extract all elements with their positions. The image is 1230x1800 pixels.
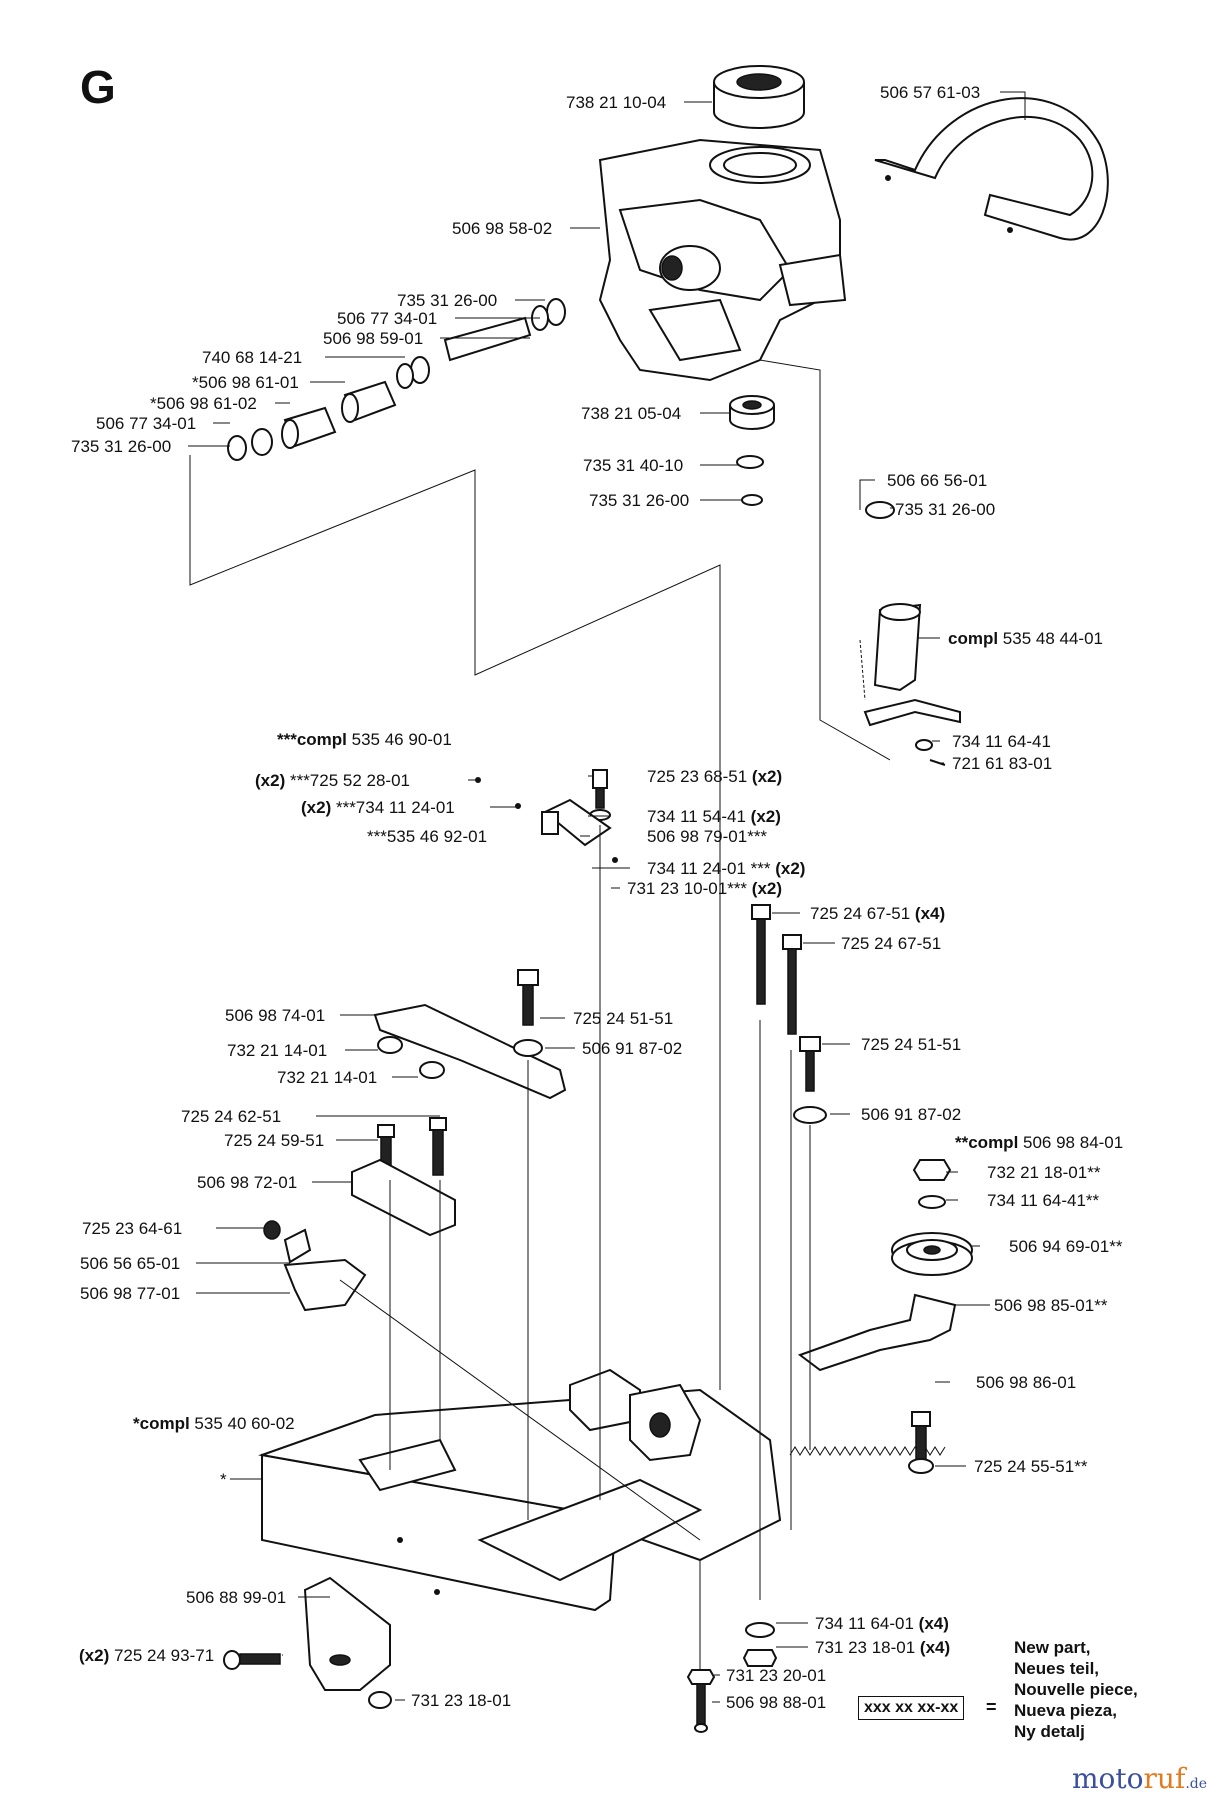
label-L06: 506 98 59-01 (323, 329, 423, 348)
label-L18: 734 11 64-41 (952, 732, 1051, 751)
label-L28: 731 23 10-01*** (x2) (627, 879, 782, 898)
label-L09: *506 98 61-02 (150, 394, 257, 413)
label-L15: 506 66 56-01 (887, 471, 987, 490)
label-L11: 735 31 26-00 (71, 437, 171, 456)
tension-spring (789, 1411, 946, 1474)
label-L26: ***535 46 92-01 (367, 827, 487, 846)
legend-equals: = (986, 1697, 997, 1717)
foot-bracket (223, 1576, 392, 1709)
bearing-lower (729, 395, 775, 506)
label-L39: 725 24 59-51 (224, 1131, 324, 1150)
label-L17: compl 535 48 44-01 (948, 629, 1103, 648)
label-L55: (x2) 725 24 93-71 (79, 1646, 214, 1665)
lever-with-spring (859, 501, 961, 766)
label-L54: 734 11 64-01 (x4) (815, 1614, 949, 1633)
label-L42: 732 21 18-01** (987, 1163, 1101, 1182)
label-L38: 506 91 87-02 (861, 1105, 961, 1124)
label-L05: 506 77 34-01 (337, 309, 437, 328)
gear-housing (598, 138, 847, 382)
legend-line: Nueva pieza, (1014, 1701, 1117, 1720)
label-L41: 506 98 72-01 (197, 1173, 297, 1192)
label-L32: 725 24 51-51 (573, 1009, 673, 1028)
watermark-logo: motoruf.de (1072, 1762, 1208, 1795)
label-L20: ***compl 535 46 90-01 (277, 730, 452, 749)
part-labels: 738 21 10-04 506 57 61-03 506 98 58-02 7… (71, 83, 1123, 1712)
label-L16: 735 31 26-00 (895, 500, 995, 519)
label-L46: 506 56 65-01 (80, 1254, 180, 1273)
bearing-top (713, 65, 805, 129)
label-L34: 506 91 87-02 (582, 1039, 682, 1058)
label-L50: *compl 535 40 60-02 (133, 1414, 295, 1433)
label-L36: 725 24 51-51 (861, 1035, 961, 1054)
label-L14: 735 31 26-00 (589, 491, 689, 510)
label-L29: 725 24 67-51 (x4) (810, 904, 945, 923)
label-L48: 506 98 85-01** (994, 1296, 1108, 1315)
label-L03: 506 98 58-02 (452, 219, 552, 238)
label-L44: 725 23 64-61 (82, 1219, 182, 1238)
spacer-block (351, 1117, 456, 1237)
shaft-assembly (227, 298, 566, 461)
label-L19: 721 61 83-01 (952, 754, 1052, 773)
label-L22: (x2) ***725 52 28-01 (255, 771, 410, 790)
label-L02: 506 57 61-03 (880, 83, 980, 102)
label-L04: 735 31 26-00 (397, 291, 497, 310)
label-L08: *506 98 61-01 (192, 373, 299, 392)
label-L24: (x2) ***734 11 24-01 (301, 798, 455, 817)
label-L59: 731 23 18-01 (411, 1691, 511, 1710)
label-L56: 731 23 18-01 (x4) (815, 1638, 950, 1657)
label-L25: 506 98 79-01*** (647, 827, 767, 846)
label-L30: 725 24 67-51 (841, 934, 941, 953)
label-L21: 725 23 68-51 (x2) (647, 767, 782, 786)
base-frame (258, 1368, 782, 1612)
label-L47: 506 98 77-01 (80, 1284, 180, 1303)
legend-line: New part, (1014, 1638, 1091, 1657)
label-L58: 506 98 88-01 (726, 1693, 826, 1712)
label-L37: 725 24 62-51 (181, 1107, 281, 1126)
label-L52: 725 24 55-51** (974, 1457, 1088, 1476)
label-L53: 506 88 99-01 (186, 1588, 286, 1607)
label-L12: 738 21 05-04 (581, 404, 681, 423)
leader-lines (188, 91, 1026, 1703)
label-L07: 740 68 14-21 (202, 348, 302, 367)
label-L31: 506 98 74-01 (225, 1006, 325, 1025)
label-L51: * (220, 1470, 227, 1489)
parts-drawings (223, 65, 1109, 1733)
label-L01: 738 21 10-04 (566, 93, 666, 112)
label-L33: 732 21 14-01 (227, 1041, 327, 1060)
u-strap-bracket (874, 97, 1109, 241)
label-L45: 506 94 69-01** (1009, 1237, 1123, 1256)
label-L27: 734 11 24-01 *** (x2) (647, 859, 805, 878)
sheet-letter: G (80, 61, 116, 113)
legend-line: Nouvelle piece, (1014, 1680, 1138, 1699)
bracket-assembly-small (475, 769, 618, 863)
pulley-assembly (797, 1159, 973, 1372)
label-L43: 734 11 64-41** (987, 1191, 1100, 1210)
legend-line: Neues teil, (1014, 1659, 1100, 1678)
long-bolts (751, 904, 827, 1124)
new-part-legend: New part, Neues teil, Nouvelle piece, Nu… (1014, 1637, 1138, 1742)
label-L10: 506 77 34-01 (96, 414, 196, 433)
label-L13: 735 31 40-10 (583, 456, 683, 475)
label-L35: 732 21 14-01 (277, 1068, 377, 1087)
label-L57: 731 23 20-01 (726, 1666, 826, 1685)
small-bracket (263, 1220, 367, 1312)
legend-line: Ny detalj (1014, 1722, 1085, 1741)
lower-hardware (686, 1622, 778, 1733)
label-L23: 734 11 54-41 (x2) (647, 807, 781, 826)
label-L49: 506 98 86-01 (976, 1373, 1076, 1392)
link-plate (373, 969, 567, 1100)
label-L40: **compl 506 98 84-01 (955, 1133, 1123, 1152)
legend-placeholder-box: xxx xx xx-xx (858, 1696, 965, 1720)
